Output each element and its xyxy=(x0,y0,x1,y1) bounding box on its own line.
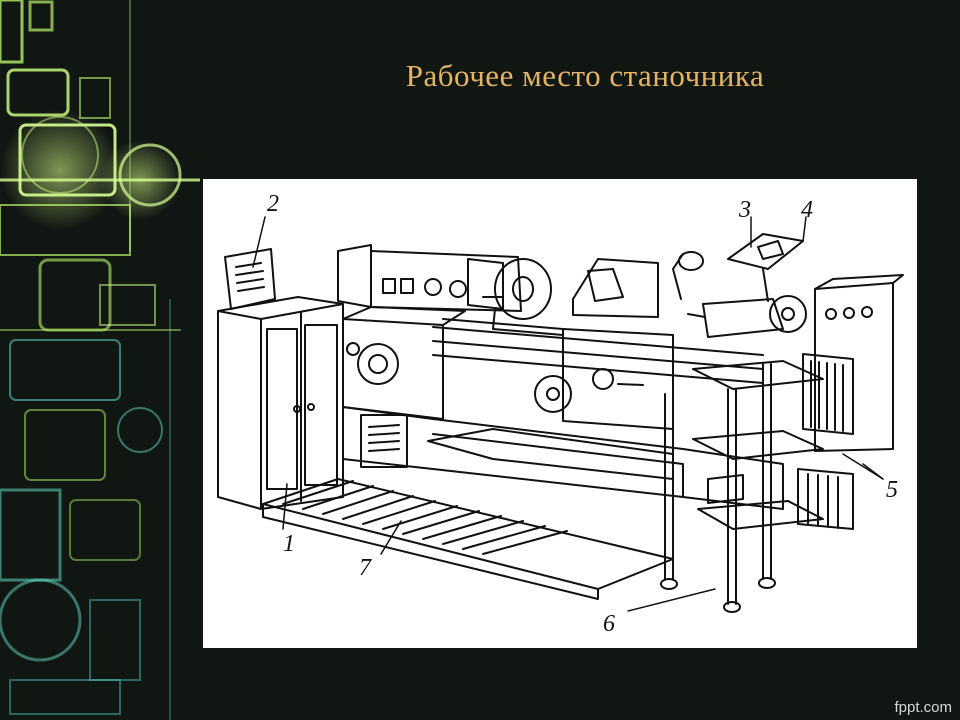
work-lamp xyxy=(672,251,704,300)
tool-cabinet xyxy=(217,296,344,510)
headstock xyxy=(337,244,522,420)
label-7: 7 xyxy=(359,555,372,581)
label-2: 2 xyxy=(267,191,279,217)
chuck xyxy=(482,258,564,336)
decorative-circuit-pattern xyxy=(0,0,200,720)
tablet-stand xyxy=(727,233,804,302)
tailstock xyxy=(687,295,807,338)
lathe-bed xyxy=(342,406,784,510)
label-3: 3 xyxy=(738,197,751,223)
label-6: 6 xyxy=(603,611,615,637)
carriage xyxy=(432,258,764,430)
tool-stand xyxy=(660,360,824,613)
label-1: 1 xyxy=(283,531,295,557)
floor-grate xyxy=(262,478,674,600)
label-4: 4 xyxy=(801,197,813,223)
lathe-workplace-illustration: 2 3 4 5 6 1 7 xyxy=(203,179,917,648)
watermark: fppt.com xyxy=(894,699,952,716)
label-5: 5 xyxy=(886,477,898,503)
lathe-drawing: 2 3 4 5 6 1 7 xyxy=(217,191,904,637)
document-holder xyxy=(224,248,276,310)
electrical-cabinet xyxy=(814,274,904,452)
slide-title: Рабочее место станочника xyxy=(405,58,765,93)
leader-lines xyxy=(252,216,884,612)
